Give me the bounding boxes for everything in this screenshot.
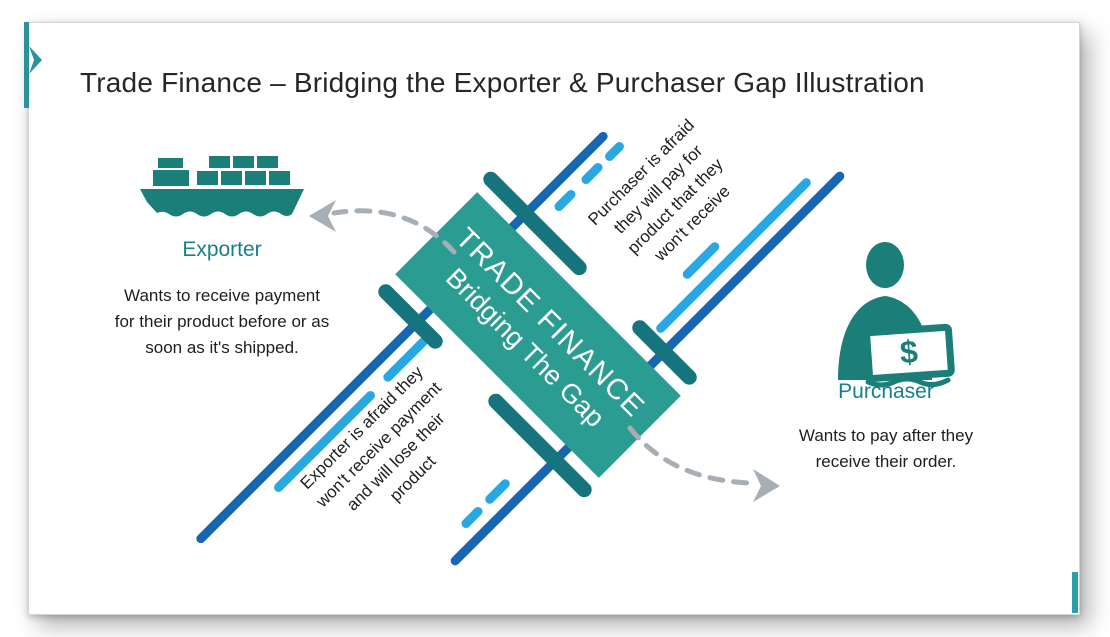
page-title: Trade Finance – Bridging the Exporter & … — [80, 66, 925, 98]
exporter-description: Wants to receive payment for their produ… — [114, 286, 330, 357]
purchaser-description: Wants to pay after they receive their or… — [798, 426, 974, 471]
purchaser-money-icon: $ — [828, 238, 958, 393]
svg-text:$: $ — [899, 333, 919, 370]
purchaser-label: Purchaser — [838, 380, 934, 403]
exporter-label: Exporter — [182, 238, 262, 261]
cargo-ship-icon — [137, 152, 307, 235]
